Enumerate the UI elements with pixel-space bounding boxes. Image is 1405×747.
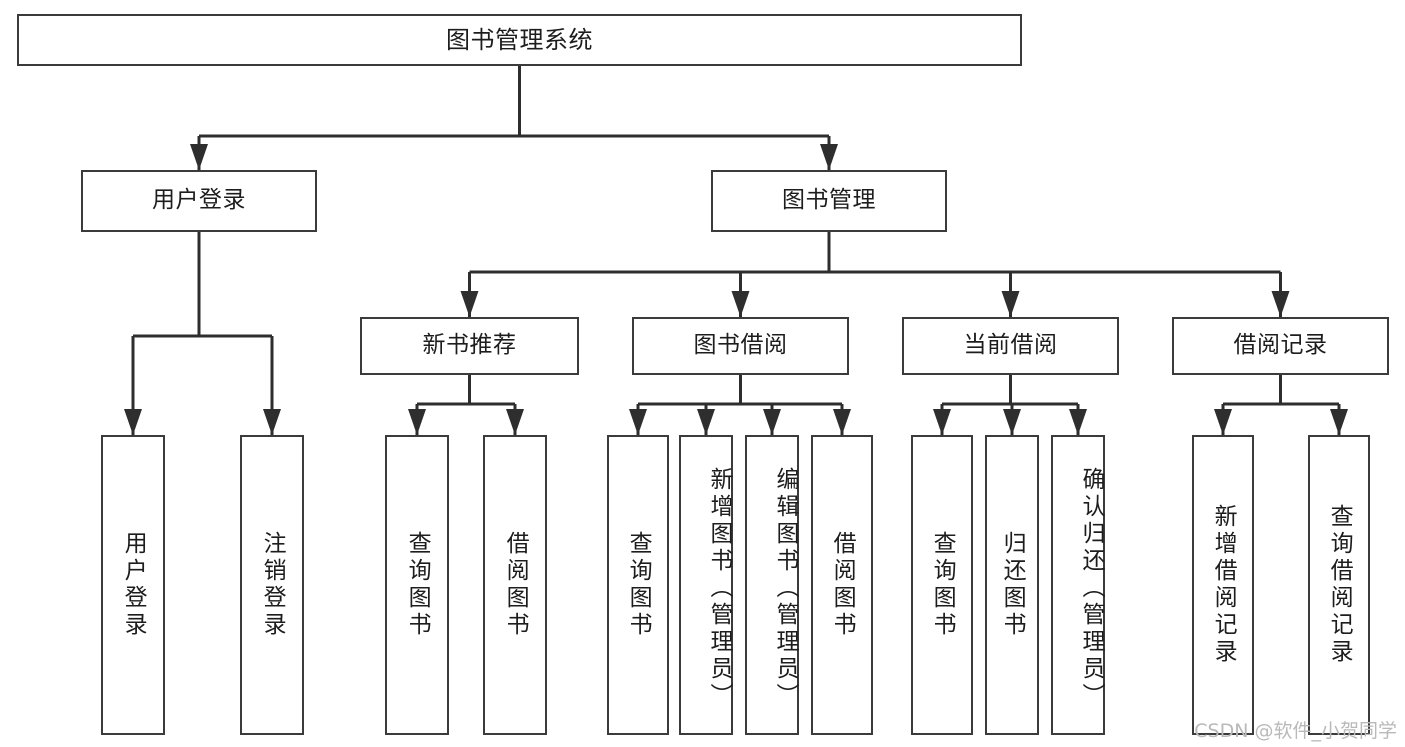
node-leaf-borrow-book[interactable]: 借阅图书 — [811, 435, 873, 735]
node-user-login[interactable]: 用户登录 — [81, 170, 317, 232]
node-leaf-return-book[interactable]: 归还图书 — [985, 435, 1039, 735]
node-leaf-query-book-current[interactable]: 查询图书 — [911, 435, 973, 735]
node-leaf-edit-book[interactable]: 编辑图书（管理员） — [745, 435, 799, 735]
node-leaf-add-book[interactable]: 新增图书（管理员） — [679, 435, 733, 735]
node-leaf-query-book-rec[interactable]: 查询图书 — [385, 435, 449, 735]
node-current-borrow[interactable]: 当前借阅 — [902, 317, 1119, 375]
node-new-book-rec[interactable]: 新书推荐 — [360, 317, 579, 375]
node-leaf-add-borrow-record[interactable]: 新增借阅记录 — [1192, 435, 1254, 735]
node-borrow-record[interactable]: 借阅记录 — [1172, 317, 1389, 375]
node-leaf-borrow-book-rec[interactable]: 借阅图书 — [483, 435, 547, 735]
node-leaf-query-book-borrow[interactable]: 查询图书 — [607, 435, 669, 735]
node-leaf-user-login[interactable]: 用户登录 — [101, 435, 165, 735]
node-book-borrow[interactable]: 图书借阅 — [632, 317, 849, 375]
node-leaf-query-borrow-record[interactable]: 查询借阅记录 — [1308, 435, 1370, 735]
node-leaf-confirm-return[interactable]: 确认归还（管理员） — [1051, 435, 1105, 735]
node-book-manage[interactable]: 图书管理 — [711, 170, 947, 232]
watermark-label: CSDN @软件_小贺同学 — [1194, 720, 1397, 742]
node-root[interactable]: 图书管理系统 — [17, 14, 1022, 66]
node-leaf-user-logout[interactable]: 注销登录 — [240, 435, 304, 735]
